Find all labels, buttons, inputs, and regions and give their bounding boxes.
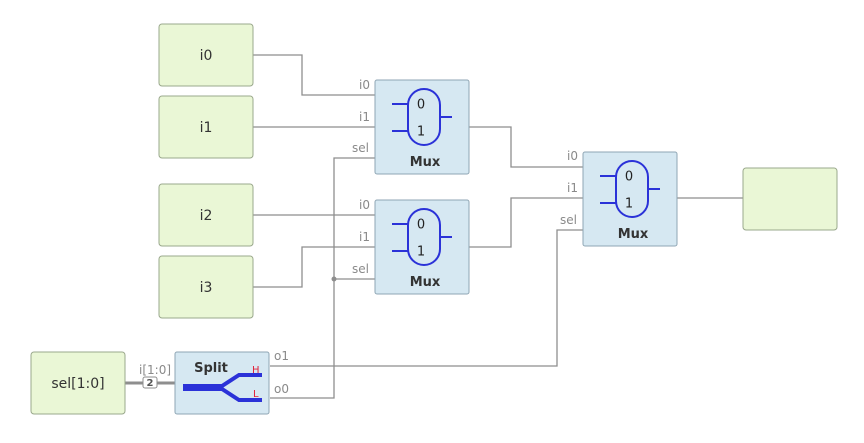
bus-width-badge	[142, 376, 158, 389]
input-i0[interactable]: i0	[158, 23, 254, 87]
mux-block-1[interactable]: i0 i1 sel 0 1 Mux	[352, 78, 470, 175]
input-i1[interactable]: i1	[158, 95, 254, 159]
split-port-o0: o0	[274, 382, 289, 396]
split-port-o1: o1	[274, 349, 289, 363]
output-block[interactable]	[742, 167, 838, 231]
mux-2-port-sel: sel	[352, 262, 369, 276]
mux-1-symbol	[392, 88, 452, 146]
split-port-in: i[1:0]	[139, 363, 171, 377]
output-box[interactable]	[742, 167, 838, 231]
split-high-mark: H	[252, 365, 260, 376]
input-i0-box[interactable]	[158, 23, 254, 87]
wire-i0	[253, 54, 375, 96]
mux-3-title: Mux	[618, 227, 649, 242]
mux-block-2[interactable]: i0 i1 sel 0 1 Mux	[352, 198, 470, 295]
mux-1-title: Mux	[410, 155, 441, 170]
mux-3-port-i0: i0	[567, 149, 578, 163]
input-i2[interactable]: i2	[158, 183, 254, 247]
split-title: Split	[194, 361, 228, 376]
wire-mux2-out	[469, 197, 583, 248]
input-sel-label: sel[1:0]	[51, 376, 104, 392]
split-block[interactable]: i[1:0] o1 o0 Split H L	[139, 349, 289, 415]
mux-3-port-sel: sel	[560, 213, 577, 227]
mux-2-sym-1: 1	[417, 245, 425, 260]
mux-2-port-i1: i1	[359, 230, 370, 244]
mux-2-title: Mux	[410, 275, 441, 290]
input-sel-box[interactable]	[30, 351, 126, 415]
mux-2-symbol	[392, 208, 452, 266]
mux-1-port-i1: i1	[359, 110, 370, 124]
mux-block-3[interactable]: i0 i1 sel 0 1 Mux	[560, 149, 678, 247]
input-i0-label: i0	[200, 48, 213, 64]
mux-1-port-i0: i0	[359, 78, 370, 92]
input-i1-label: i1	[200, 120, 213, 136]
wire-sel-hi	[270, 229, 583, 367]
mux-2-port-i0: i0	[359, 198, 370, 212]
split-low-mark: L	[253, 389, 259, 400]
split-symbol	[183, 373, 262, 402]
input-i2-box[interactable]	[158, 183, 254, 247]
mux-3-sym-0: 0	[625, 170, 633, 185]
bus-width-label: 2	[147, 378, 154, 389]
wire-mux1-out	[469, 126, 583, 168]
wires: 2	[125, 54, 743, 399]
input-i3[interactable]: i3	[158, 255, 254, 319]
mux-3-symbol	[600, 160, 660, 218]
input-i3-label: i3	[200, 280, 213, 296]
mux-1-port-sel: sel	[352, 141, 369, 155]
input-i3-box[interactable]	[158, 255, 254, 319]
input-i2-label: i2	[200, 208, 213, 224]
mux-1-sym-1: 1	[417, 125, 425, 140]
mux-1-sym-0: 0	[417, 98, 425, 113]
input-i1-box[interactable]	[158, 95, 254, 159]
mux-3-sym-1: 1	[625, 197, 633, 212]
mux-2-sym-0: 0	[417, 218, 425, 233]
input-sel[interactable]: sel[1:0]	[30, 351, 126, 415]
wire-i3	[253, 246, 375, 288]
mux-3-port-i1: i1	[567, 181, 578, 195]
wire-junction	[331, 276, 337, 282]
